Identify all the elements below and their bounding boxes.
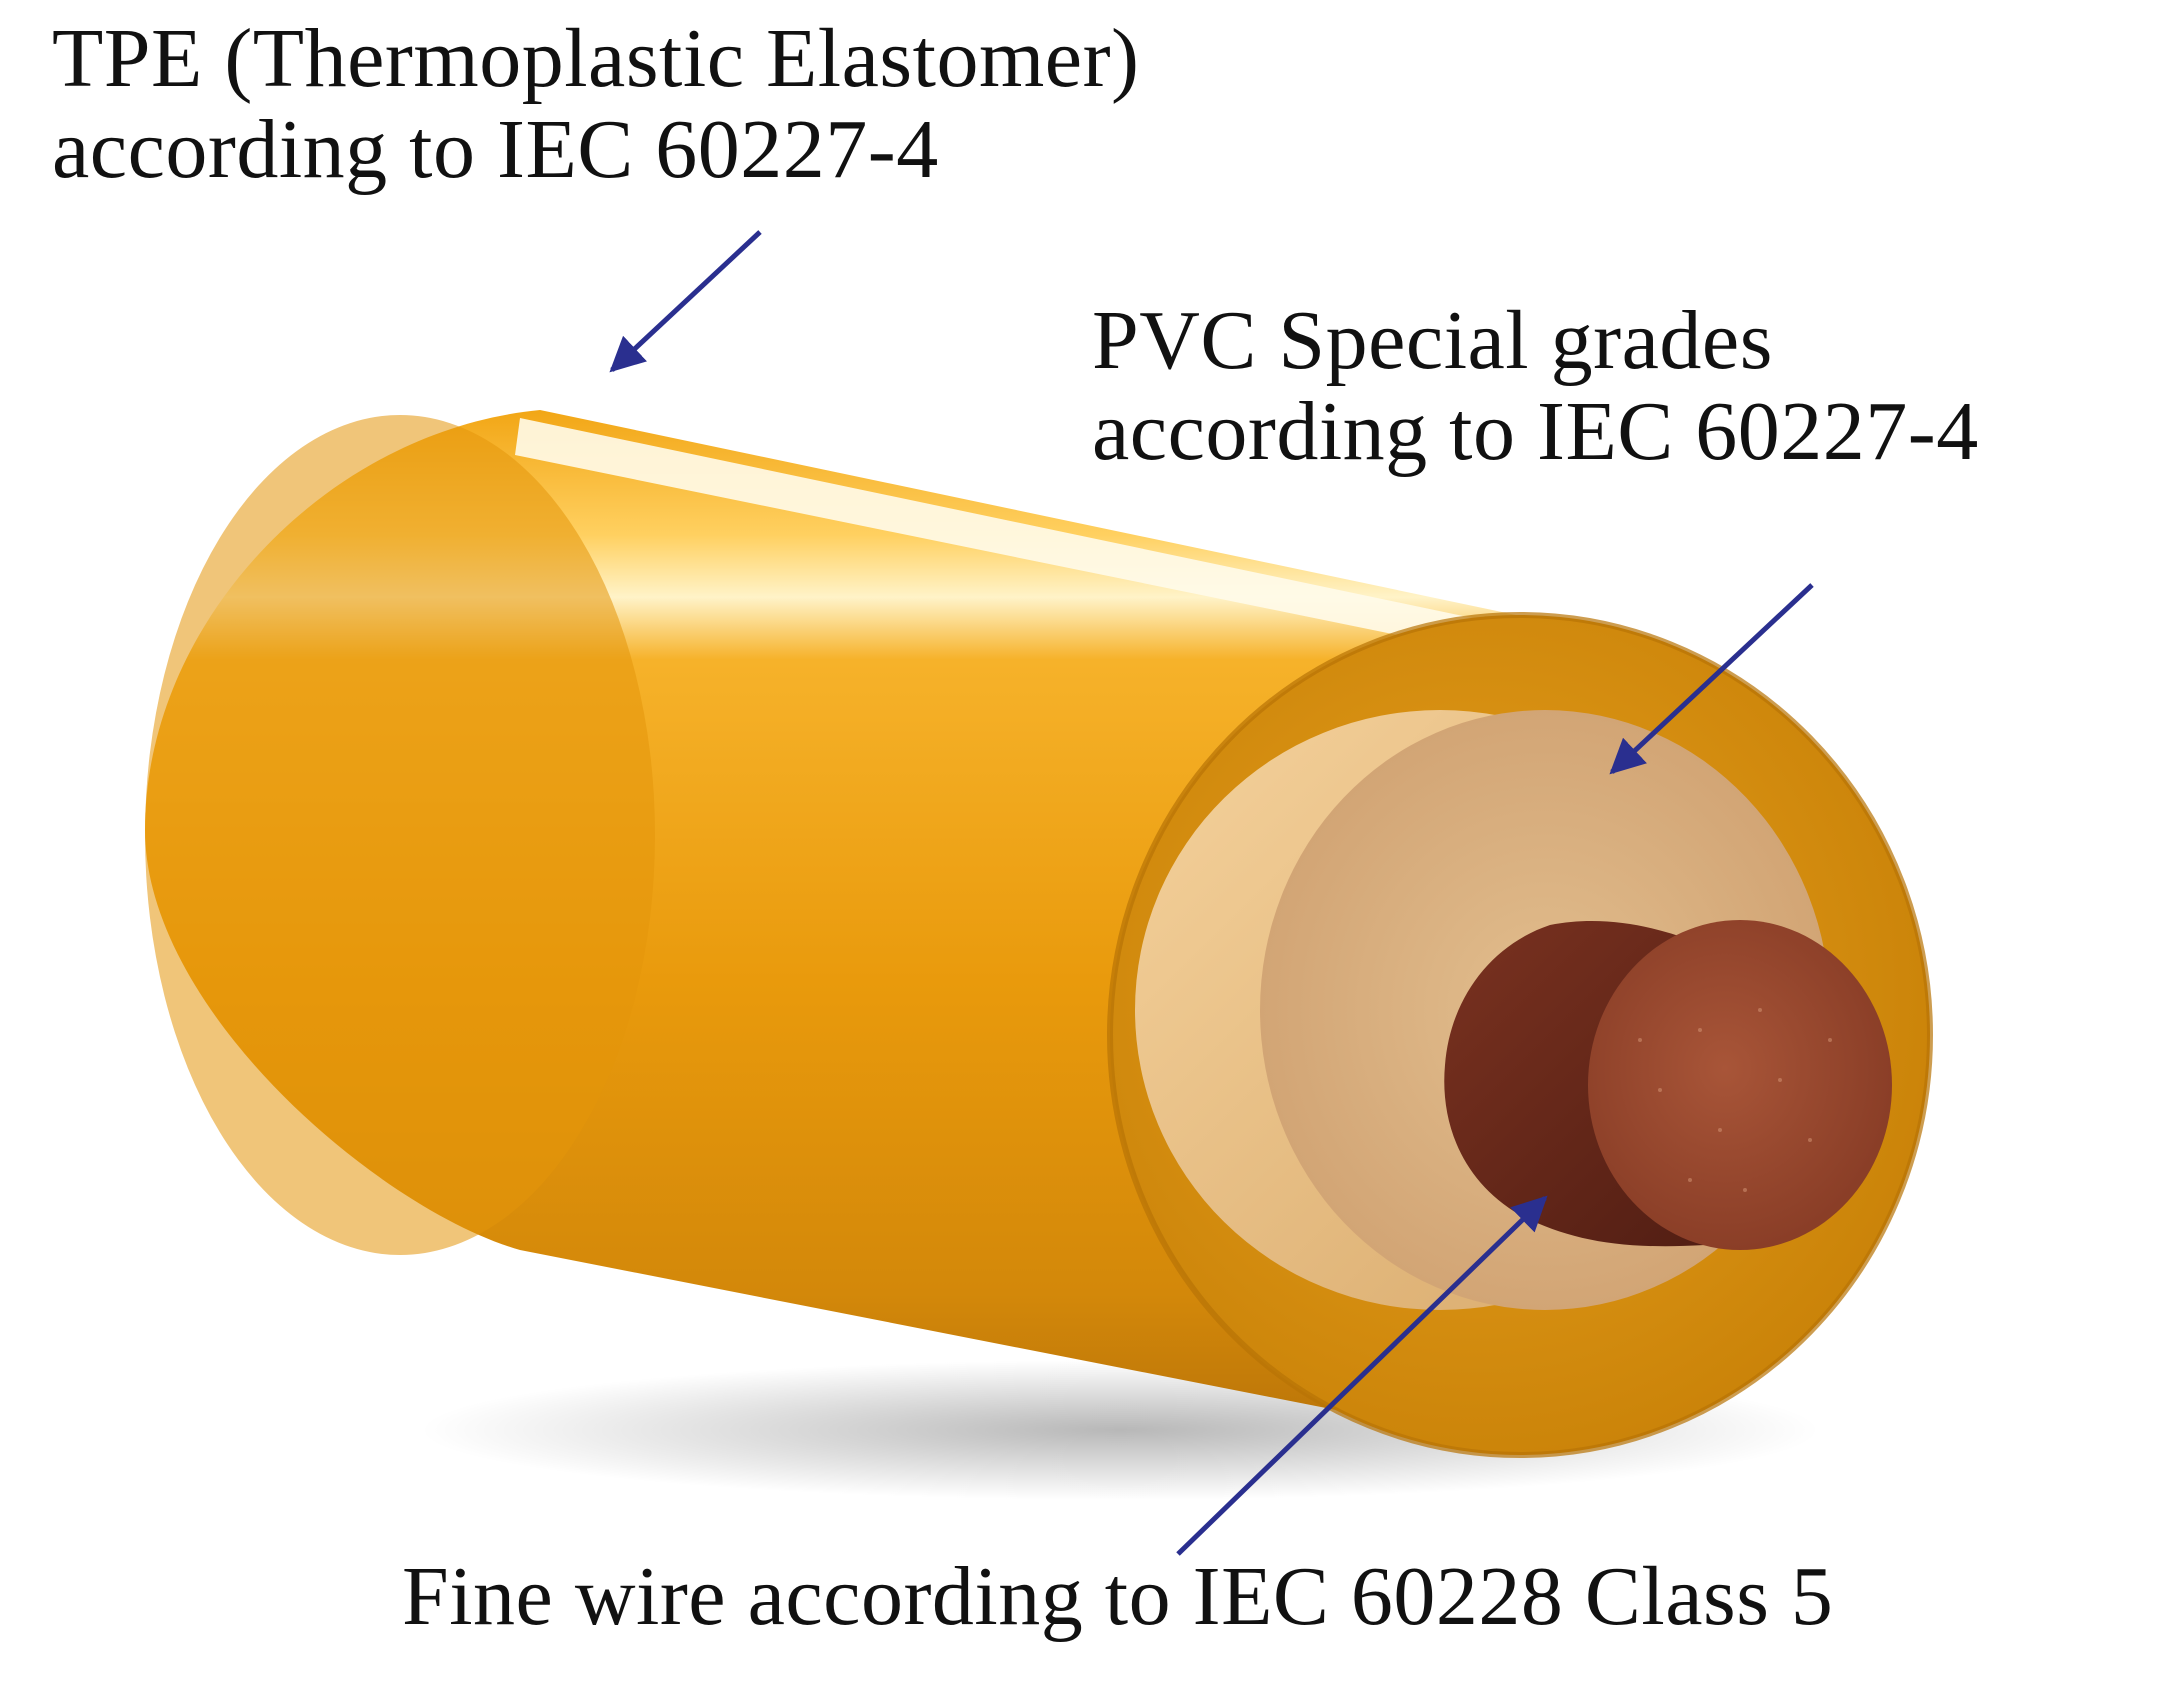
fine-wire-label-line1: Fine wire according to IEC 60228 Class 5 [402,1550,1834,1643]
outer-sheath-left-end [145,415,655,1255]
conductor-end-face [1588,920,1892,1250]
pvc-leader-arrow [1609,583,1814,775]
sheath-highlight [515,418,1520,660]
pvc-label-line2: according to IEC 60227-4 [1092,384,1979,478]
tpe-label-line1: TPE (Thermoplastic Elastomer) [52,12,1140,105]
pvc-label-line1: PVC Special grades [1092,294,1773,387]
pvc-label: PVC Special grades according to IEC 6022… [1092,294,1979,478]
conductor-strand-texture [1638,1008,1832,1192]
wire-leader-arrow [1176,1195,1548,1556]
tpe-leader-arrow [609,230,762,373]
tpe-label: TPE (Thermoplastic Elastomer) according … [52,12,1140,196]
fine-wire-label: Fine wire according to IEC 60228 Class 5 [402,1550,1834,1643]
tpe-label-line2: according to IEC 60227-4 [52,102,939,196]
outer-sheath-end-rim [1107,612,1933,1458]
